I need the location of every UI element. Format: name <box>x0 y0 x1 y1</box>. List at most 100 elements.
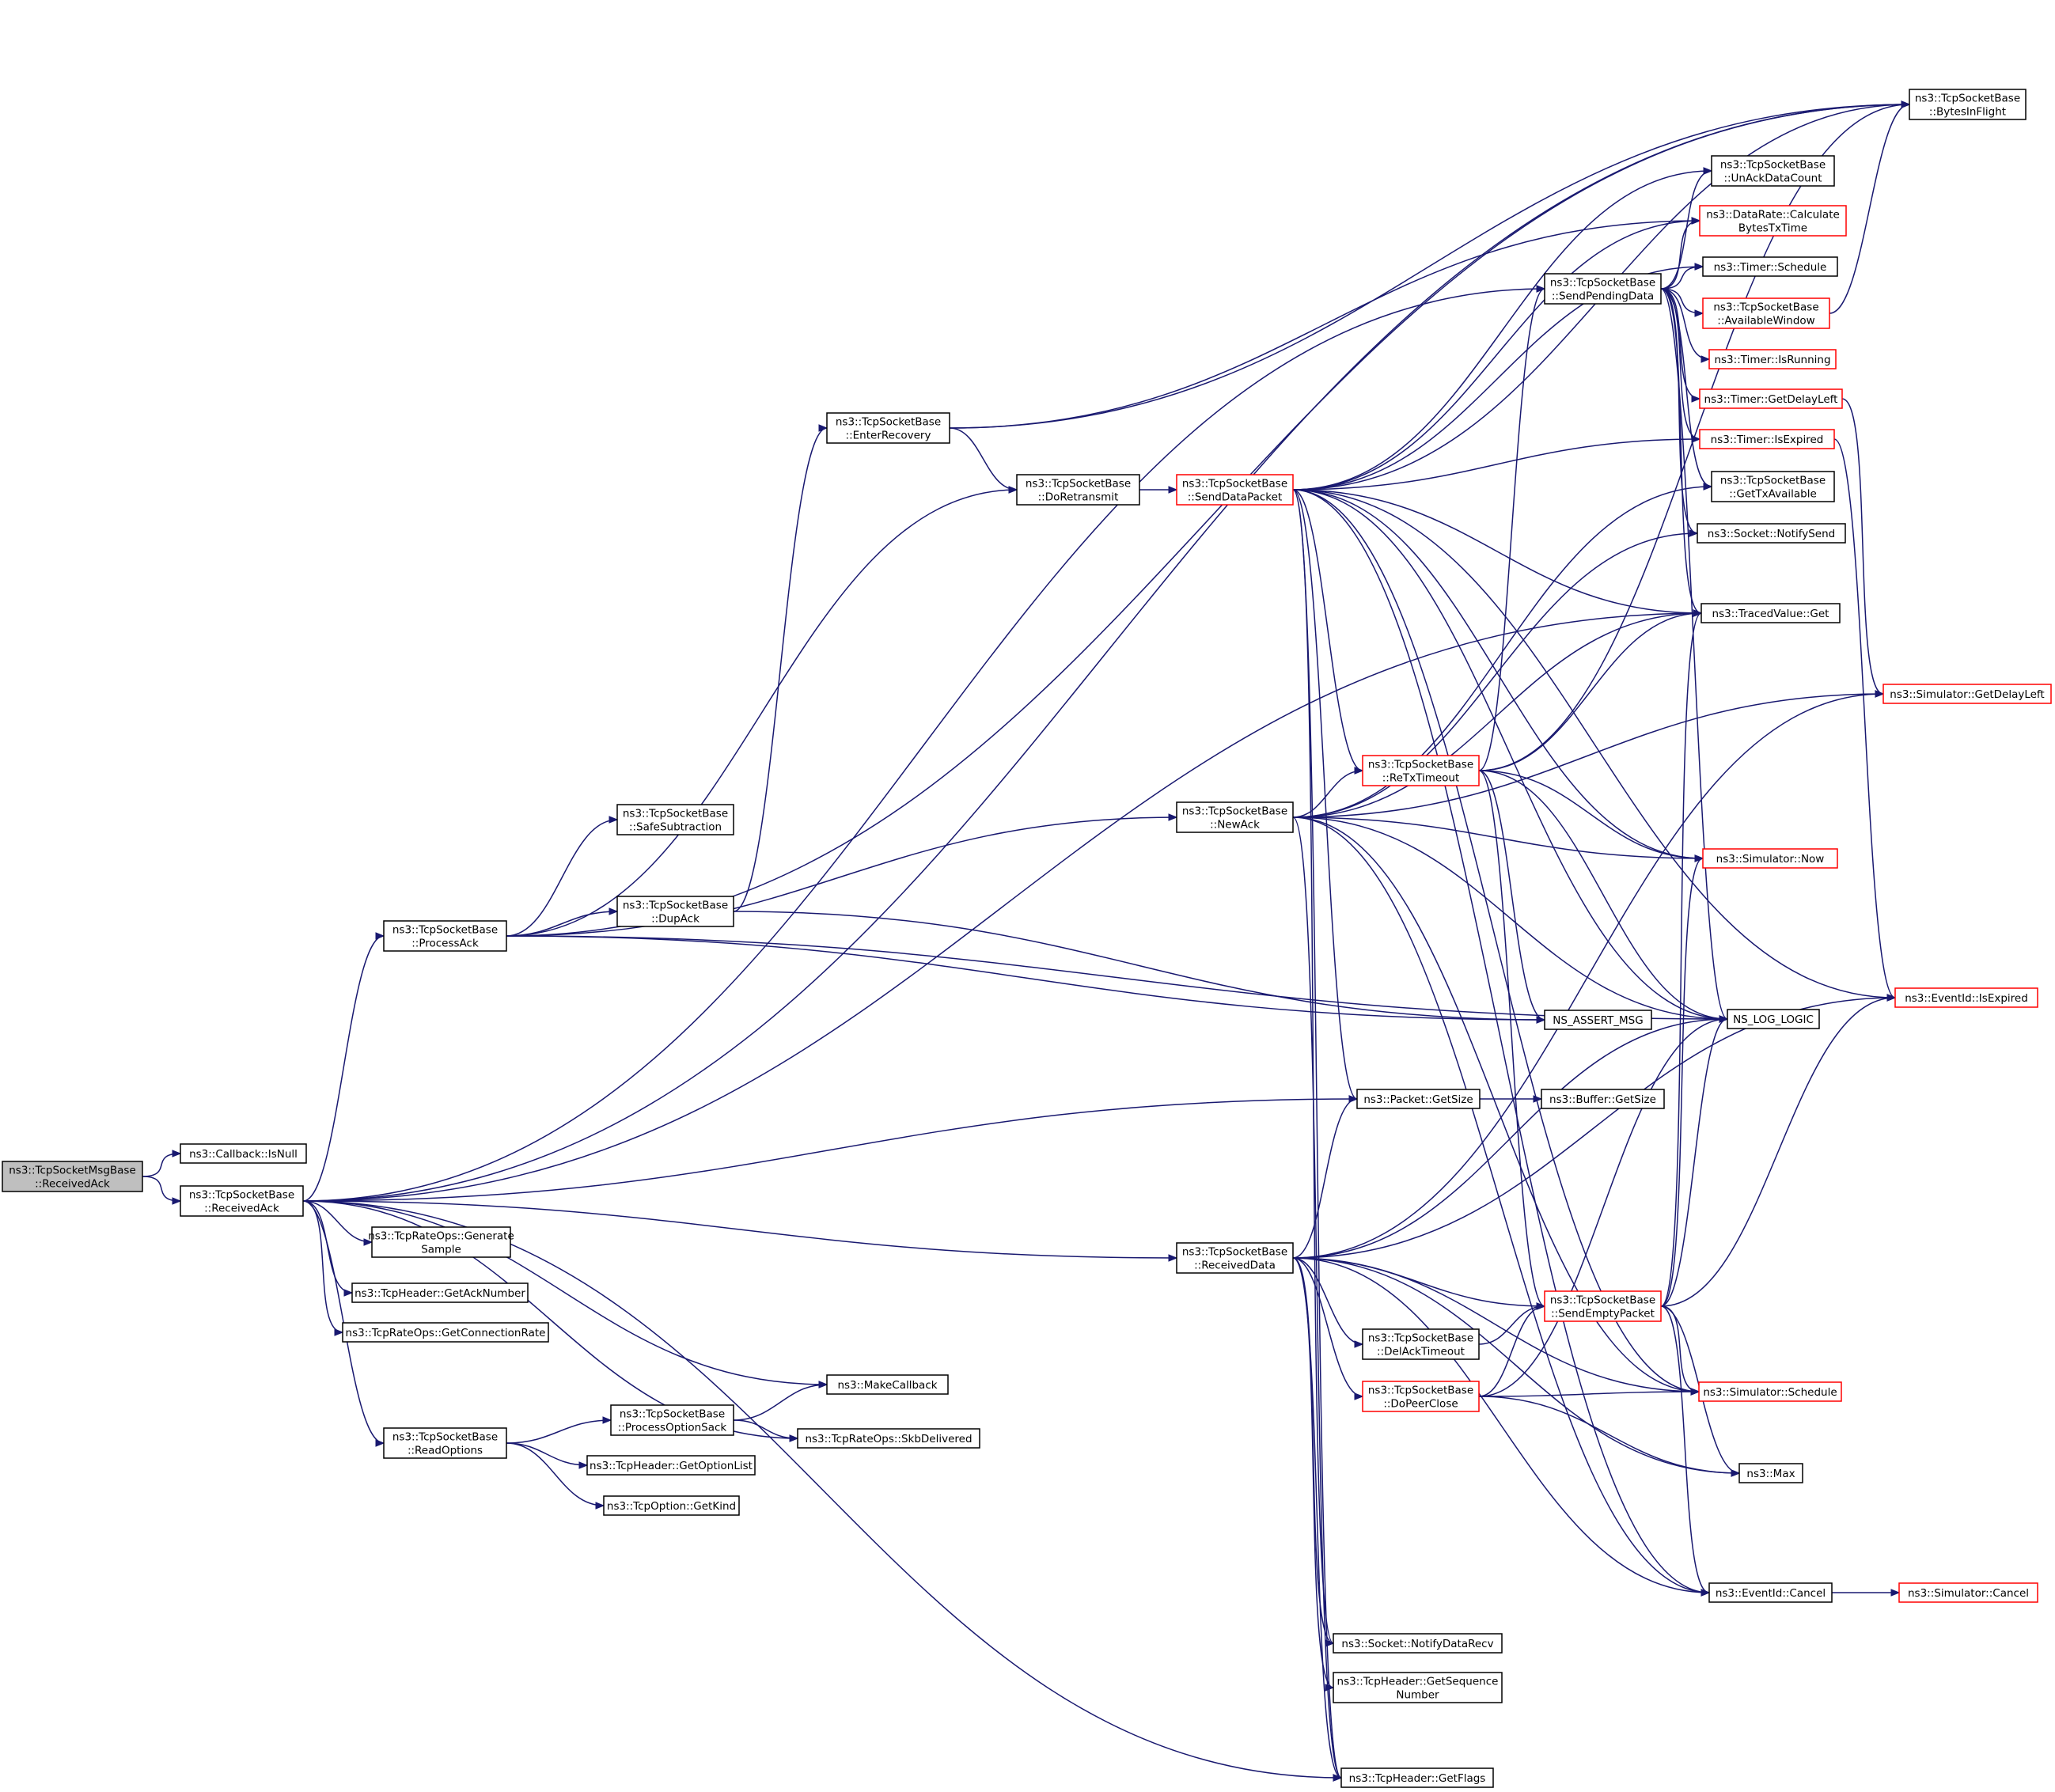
node-label: ns3::Buffer::GetSize <box>1549 1093 1656 1106</box>
node-label: ns3::TcpOption::GetKind <box>607 1500 736 1513</box>
node-bufsize[interactable]: ns3::Buffer::GetSize <box>1541 1089 1665 1109</box>
edge-getdelayleft-simdelay <box>1841 398 1885 698</box>
edge-recvdata-delack <box>1292 1257 1364 1348</box>
edge-readopts-procsack <box>506 1416 612 1444</box>
node-timerexpired[interactable]: ns3::Timer::IsExpired <box>1699 429 1835 449</box>
node-label: ns3::TcpSocketBase <box>1182 805 1287 818</box>
node-isnull[interactable]: ns3::Callback::IsNull <box>180 1143 307 1164</box>
node-procack[interactable]: ns3::TcpSocketBase::ProcessAck <box>383 920 507 952</box>
node-label: ns3::TcpHeader::GetAckNumber <box>355 1287 525 1300</box>
node-ra[interactable]: ns3::TcpSocketBase::ReceivedAck <box>180 1185 304 1217</box>
node-dupack[interactable]: ns3::TcpSocketBase::DupAck <box>616 896 734 927</box>
node-label: ns3::TcpSocketBase <box>623 808 728 820</box>
edge-sendempty-simnow <box>1660 854 1704 1307</box>
edge-senddata-simnow <box>1292 489 1704 862</box>
node-readopts[interactable]: ns3::TcpSocketBase::ReadOptions <box>383 1427 507 1459</box>
node-notifyrecv[interactable]: ns3::Socket::NotifyDataRecv <box>1333 1633 1503 1654</box>
node-label: ns3::TcpSocketBase <box>1550 1294 1655 1307</box>
node-senddata[interactable]: ns3::TcpSocketBase::SendDataPacket <box>1176 474 1294 506</box>
node-pktsize[interactable]: ns3::Packet::GetSize <box>1356 1089 1481 1109</box>
node-label: ns3::TracedValue::Get <box>1712 608 1829 620</box>
edge-senddata-nslog <box>1292 489 1729 1023</box>
edge-procsack-makecb <box>733 1381 828 1421</box>
node-assert[interactable]: NS_ASSERT_MSG <box>1544 1010 1652 1030</box>
node-timersched[interactable]: ns3::Timer::Schedule <box>1702 256 1838 277</box>
node-label: ::ProcessAck <box>411 938 479 950</box>
edge-recvdata-evexpired <box>1292 994 1897 1259</box>
node-label: ::AvailableWindow <box>1717 315 1814 328</box>
edge-senddata-calcbytes <box>1292 217 1701 491</box>
node-notifysend[interactable]: ns3::Socket::NotifySend <box>1697 523 1846 544</box>
edge-senddata-unack <box>1292 167 1713 491</box>
node-enterrec[interactable]: ns3::TcpSocketBase::EnterRecovery <box>826 412 950 444</box>
node-simnow[interactable]: ns3::Simulator::Now <box>1702 848 1838 869</box>
edge-cancel-simcancel <box>1831 1589 1901 1597</box>
node-label: ns3::TcpSocketBase <box>1713 301 1818 314</box>
node-retxto[interactable]: ns3::TcpSocketBase::ReTxTimeout <box>1362 755 1480 786</box>
node-label: ns3::TcpSocketBase <box>620 1408 725 1421</box>
node-label: ns3::TcpSocketBase <box>392 924 498 937</box>
node-sendempty[interactable]: ns3::TcpSocketBase::SendEmptyPacket <box>1544 1290 1662 1322</box>
edge-senddata-timerexpired <box>1292 435 1701 491</box>
node-label: ns3::EventId::IsExpired <box>1905 992 2028 1005</box>
node-label: ns3::DataRate::Calculate <box>1706 209 1840 222</box>
node-peerclose[interactable]: ns3::TcpSocketBase::DoPeerClose <box>1362 1381 1480 1412</box>
node-label: ns3::Simulator::Now <box>1716 853 1825 866</box>
node-delack[interactable]: ns3::TcpSocketBase::DelAckTimeout <box>1362 1328 1480 1360</box>
node-newack[interactable]: ns3::TcpSocketBase::NewAck <box>1176 801 1294 833</box>
edge-senddata-cancel <box>1292 489 1711 1597</box>
node-cancel[interactable]: ns3::EventId::Cancel <box>1708 1582 1833 1603</box>
edge-sendpend-unack <box>1660 167 1713 290</box>
node-sendpend[interactable]: ns3::TcpSocketBase::SendPendingData <box>1544 273 1662 305</box>
edge-ra-readopts <box>302 1200 385 1447</box>
node-tracedget[interactable]: ns3::TracedValue::Get <box>1700 603 1841 623</box>
node-procsack[interactable]: ns3::TcpSocketBase::ProcessOptionSack <box>610 1404 734 1436</box>
node-label: ::SendPendingData <box>1552 290 1654 303</box>
node-label: ns3::Socket::NotifySend <box>1708 528 1835 540</box>
node-label: ns3::TcpSocketBase <box>392 1431 498 1444</box>
node-skbdel[interactable]: ns3::TcpRateOps::SkbDelivered <box>797 1428 980 1449</box>
node-root[interactable]: ns3::TcpSocketMsgBase::ReceivedAck <box>2 1161 143 1192</box>
node-simcancel[interactable]: ns3::Simulator::Cancel <box>1898 1582 2038 1603</box>
edge-senddata-getflags <box>1292 489 1343 1782</box>
node-label: ::DupAck <box>651 913 700 926</box>
edge-peerclose-sendempty <box>1478 1302 1546 1397</box>
node-isrunning[interactable]: ns3::Timer::IsRunning <box>1708 349 1837 369</box>
node-safesub[interactable]: ns3::TcpSocketBase::SafeSubtraction <box>616 804 734 835</box>
edge-ra-recvdata <box>302 1200 1178 1262</box>
node-label: ns3::TcpHeader::GetSequence <box>1337 1676 1499 1688</box>
node-getflags[interactable]: ns3::TcpHeader::GetFlags <box>1340 1767 1494 1788</box>
node-recvdata[interactable]: ns3::TcpSocketBase::ReceivedData <box>1176 1242 1294 1274</box>
node-nslog[interactable]: NS_LOG_LOGIC <box>1727 1009 1820 1029</box>
node-bytesinflight[interactable]: ns3::TcpSocketBase::BytesInFlight <box>1909 89 2027 120</box>
node-label: ns3::TcpHeader::GetOptionList <box>590 1460 753 1472</box>
node-getoptlist[interactable]: ns3::TcpHeader::GetOptionList <box>586 1455 756 1476</box>
node-gettxavail[interactable]: ns3::TcpSocketBase::GetTxAvailable <box>1711 471 1835 502</box>
node-doretx[interactable]: ns3::TcpSocketBase::DoRetransmit <box>1016 474 1140 506</box>
node-getconnrate[interactable]: ns3::TcpRateOps::GetConnectionRate <box>342 1322 549 1343</box>
node-availwin[interactable]: ns3::TcpSocketBase::AvailableWindow <box>1702 297 1830 329</box>
node-label: ns3::TcpSocketBase <box>1550 277 1655 290</box>
node-label: ns3::Packet::GetSize <box>1363 1093 1473 1106</box>
node-simdelay[interactable]: ns3::Simulator::GetDelayLeft <box>1882 684 2052 704</box>
node-label: ns3::TcpSocketBase <box>1720 159 1826 172</box>
node-simsched[interactable]: ns3::Simulator::Schedule <box>1698 1381 1842 1402</box>
edges-layer <box>142 100 1911 1782</box>
node-label: ns3::TcpSocketBase <box>1915 93 2020 105</box>
node-label: ns3::Max <box>1746 1468 1795 1480</box>
node-max[interactable]: ns3::Max <box>1738 1463 1803 1483</box>
edge-procack-dupack <box>506 907 619 937</box>
node-getacknum[interactable]: ns3::TcpHeader::GetAckNumber <box>351 1282 529 1303</box>
node-getdelayleft[interactable]: ns3::Timer::GetDelayLeft <box>1699 388 1843 409</box>
node-getkind[interactable]: ns3::TcpOption::GetKind <box>603 1495 740 1516</box>
edge-retxto-assert <box>1478 770 1546 1024</box>
node-makecb[interactable]: ns3::MakeCallback <box>826 1374 949 1395</box>
node-unack[interactable]: ns3::TcpSocketBase::UnAckDataCount <box>1711 155 1835 187</box>
edge-availwin-bytesinflight <box>1829 100 1911 314</box>
node-evexpired[interactable]: ns3::EventId::IsExpired <box>1894 987 2038 1008</box>
edge-retxto-sendpend <box>1478 285 1546 771</box>
edge-newack-tracedget <box>1292 609 1703 818</box>
